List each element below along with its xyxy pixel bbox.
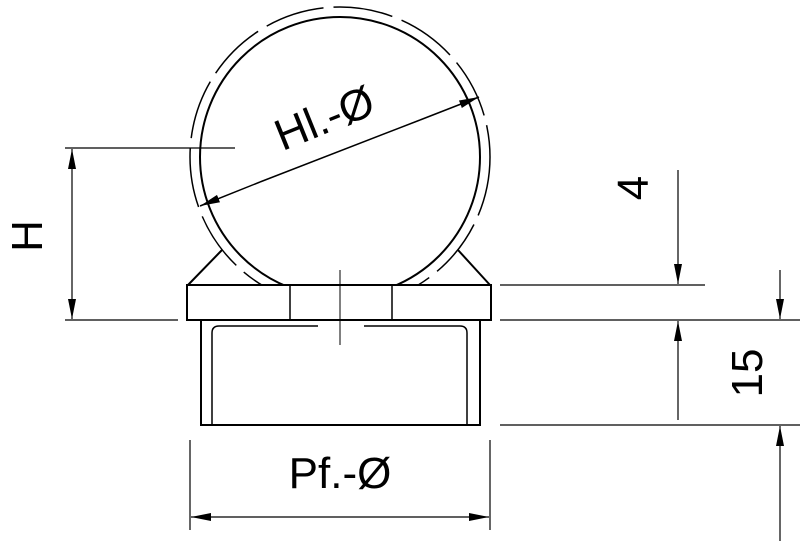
hl-diameter-line [199,181,261,207]
top-plate [186,284,492,321]
hl-diameter-label: Hl.-Ø [268,77,382,161]
shoulder-right [457,249,491,286]
dim-4-label: 4 [609,176,658,200]
height-label: H [3,220,52,252]
dim-15-label: 15 [723,349,772,398]
pf-diameter-label: Pf.-Ø [289,449,392,498]
body-inner [211,325,468,425]
tube-outer-dashed [189,6,491,308]
shoulder-left [187,249,223,286]
tube-circle [199,16,481,298]
